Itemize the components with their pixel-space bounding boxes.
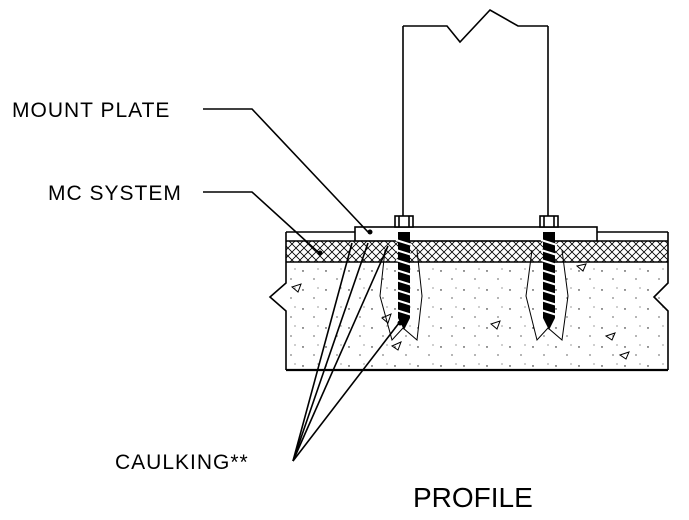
caulking-leader-2 <box>292 242 369 462</box>
caulking-leader-3 <box>292 245 389 462</box>
leader-lines <box>203 108 403 462</box>
caulking-label: CAULKING** <box>115 451 249 474</box>
mount-plate-leader <box>203 108 369 233</box>
anchor-bolt-left <box>379 215 423 342</box>
left-break-line <box>268 232 287 370</box>
mount-plate <box>354 226 598 242</box>
concrete-slab <box>268 232 669 372</box>
caulking-leader-4 <box>292 322 400 462</box>
drawing-title: PROFILE <box>413 482 533 513</box>
mount-plate-label: MOUNT PLATE <box>12 99 170 122</box>
mc-system-label: MC SYSTEM <box>48 182 182 205</box>
right-break-line <box>652 232 669 370</box>
anchor-bolt-right <box>525 215 569 342</box>
mc-system-leader <box>203 191 319 253</box>
post-column <box>402 8 549 227</box>
mc-system-layer <box>286 231 668 263</box>
caulking-leader-1 <box>292 242 353 462</box>
